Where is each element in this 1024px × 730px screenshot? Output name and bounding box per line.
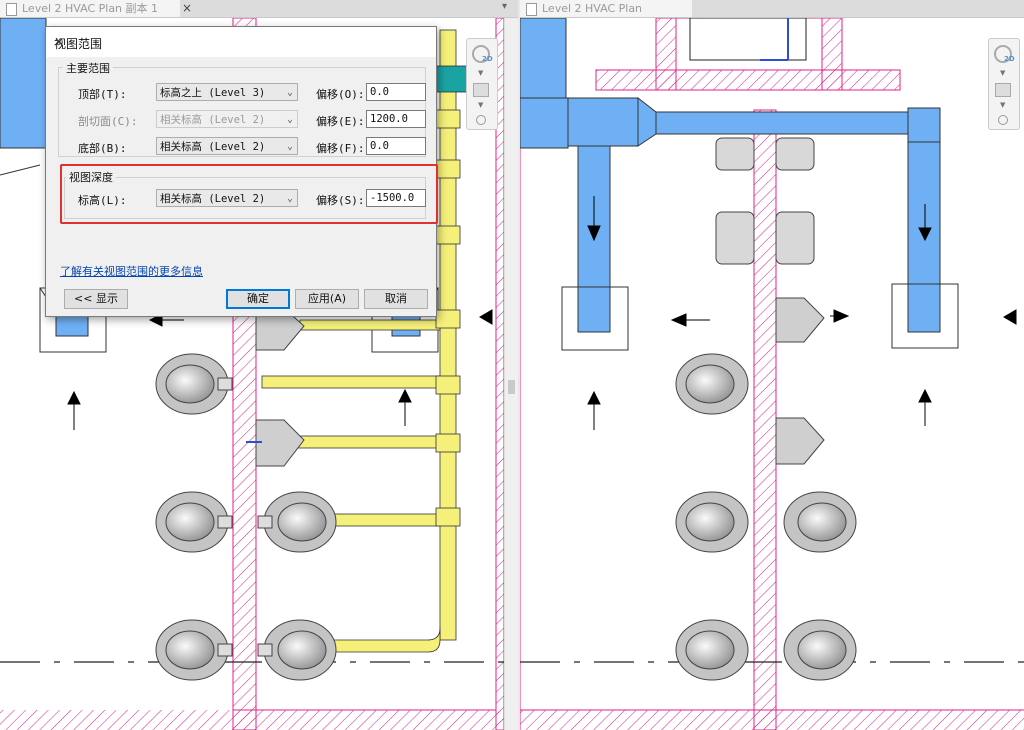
cut-plane-offset-label: 偏移(E):: [316, 115, 365, 128]
view-cube-icon[interactable]: [998, 115, 1008, 125]
tab-list-chevron-down-icon[interactable]: ▾: [502, 1, 508, 12]
cut-plane-level-value: 相关标高 (Level 2): [160, 114, 266, 126]
dialog-title: 视图范围: [54, 37, 103, 51]
chevron-down-icon: ⌄: [286, 141, 293, 152]
air-terminal: [891, 283, 959, 349]
bottom-label: 底部(B):: [78, 142, 127, 155]
wall-hatch: [753, 109, 777, 730]
primary-range-label: 主要范围: [63, 60, 113, 76]
cut-plane-level-select[interactable]: 相关标高 (Level 2) ⌄: [156, 110, 298, 128]
scrollbar-thumb[interactable]: [508, 380, 515, 394]
cut-plane-offset-input[interactable]: 1200.0: [366, 110, 426, 128]
chevron-down-icon[interactable]: ▼: [1000, 101, 1006, 109]
flow-arrows: [587, 196, 1017, 430]
chevron-down-icon[interactable]: ▼: [478, 101, 484, 109]
view-depth-highlight: [60, 164, 438, 224]
top-offset-input[interactable]: 0.0: [366, 83, 426, 101]
wall-hatch: [595, 69, 901, 91]
view-depth-level-label: 标高(L):: [78, 194, 127, 207]
help-link[interactable]: 了解有关视图范围的更多信息: [60, 265, 203, 278]
left-vertical-scrollbar[interactable]: [504, 18, 518, 730]
zoom-icon[interactable]: [473, 83, 489, 97]
top-level-value: 标高之上 (Level 3): [160, 87, 266, 99]
top-level-select[interactable]: 标高之上 (Level 3) ⌄: [156, 83, 298, 101]
tab-right-view[interactable]: Level 2 HVAC Plan: [520, 0, 692, 17]
view-depth-level-select[interactable]: 相关标高 (Level 2) ⌄: [156, 189, 298, 207]
close-icon[interactable]: ×: [181, 1, 192, 15]
view-2d-label: 2D: [1004, 55, 1015, 63]
view-range-dialog[interactable]: 视图范围 ✕ 主要范围 顶部(T): 标高之上 (Level 3) ⌄ 偏移(O)…: [45, 26, 438, 317]
duct: [520, 18, 941, 333]
tab-right-view-label: Level 2 HVAC Plan: [542, 2, 643, 15]
bottom-offset-label: 偏移(F):: [316, 142, 365, 155]
flow-arrows: [67, 309, 493, 430]
chevron-down-icon: ⌄: [286, 114, 293, 125]
urinal-fixtures: [775, 297, 825, 465]
top-label: 顶部(T):: [78, 88, 127, 101]
steering-wheel-icon[interactable]: [472, 45, 490, 63]
wall-hatch: [520, 710, 1024, 730]
navigation-bar[interactable]: 2D ▼ ▼: [466, 38, 498, 130]
toilet-fixtures: [675, 353, 857, 681]
view-depth-offset-input[interactable]: -1500.0: [366, 189, 426, 207]
toilet-fixtures: [155, 353, 337, 681]
dialog-title-bar[interactable]: 视图范围 ✕: [46, 27, 436, 57]
cut-plane-label: 剖切面(C):: [78, 115, 138, 128]
ok-button[interactable]: 确定: [226, 289, 290, 309]
steering-wheel-icon[interactable]: [994, 45, 1012, 63]
tab-left-view[interactable]: Level 2 HVAC Plan 副本 1 ×: [0, 0, 192, 17]
sink-fixtures: [715, 137, 815, 265]
show-button[interactable]: << 显示: [64, 289, 128, 309]
top-offset-label: 偏移(O):: [316, 88, 365, 101]
close-icon[interactable]: ✕: [54, 35, 65, 49]
wall-hatch: [0, 710, 504, 730]
cancel-button[interactable]: 取消: [364, 289, 428, 309]
bottom-level-select[interactable]: 相关标高 (Level 2) ⌄: [156, 137, 298, 155]
right-tab-bar: Level 2 HVAC Plan: [520, 0, 1024, 18]
view-depth-level-value: 相关标高 (Level 2): [160, 193, 266, 205]
view-2d-label: 2D: [482, 55, 493, 63]
wall-hatch: [495, 18, 504, 730]
left-tab-bar: Level 2 HVAC Plan 副本 1 × ▾: [0, 0, 518, 18]
chevron-down-icon[interactable]: ▼: [478, 69, 484, 77]
air-terminal: [561, 286, 629, 351]
apply-button[interactable]: 应用(A): [295, 289, 359, 309]
chevron-down-icon[interactable]: ▼: [1000, 69, 1006, 77]
right-view-pane[interactable]: Level 2 HVAC Plan: [520, 0, 1024, 730]
duct: [0, 18, 47, 149]
view-cube-icon[interactable]: [476, 115, 486, 125]
document-icon: [6, 3, 17, 16]
zoom-icon[interactable]: [995, 83, 1011, 97]
bottom-level-value: 相关标高 (Level 2): [160, 141, 266, 153]
document-icon: [526, 3, 537, 16]
view-depth-offset-label: 偏移(S):: [316, 194, 365, 207]
urinal-fixtures: [255, 307, 305, 467]
right-drawing-canvas[interactable]: [520, 18, 1024, 730]
tab-left-view-label: Level 2 HVAC Plan 副本 1: [22, 2, 159, 15]
navigation-bar[interactable]: 2D ▼ ▼: [988, 38, 1020, 130]
bottom-offset-input[interactable]: 0.0: [366, 137, 426, 155]
chevron-down-icon: ⌄: [286, 87, 293, 98]
view-depth-label: 视图深度: [66, 169, 116, 185]
chevron-down-icon: ⌄: [286, 193, 293, 204]
